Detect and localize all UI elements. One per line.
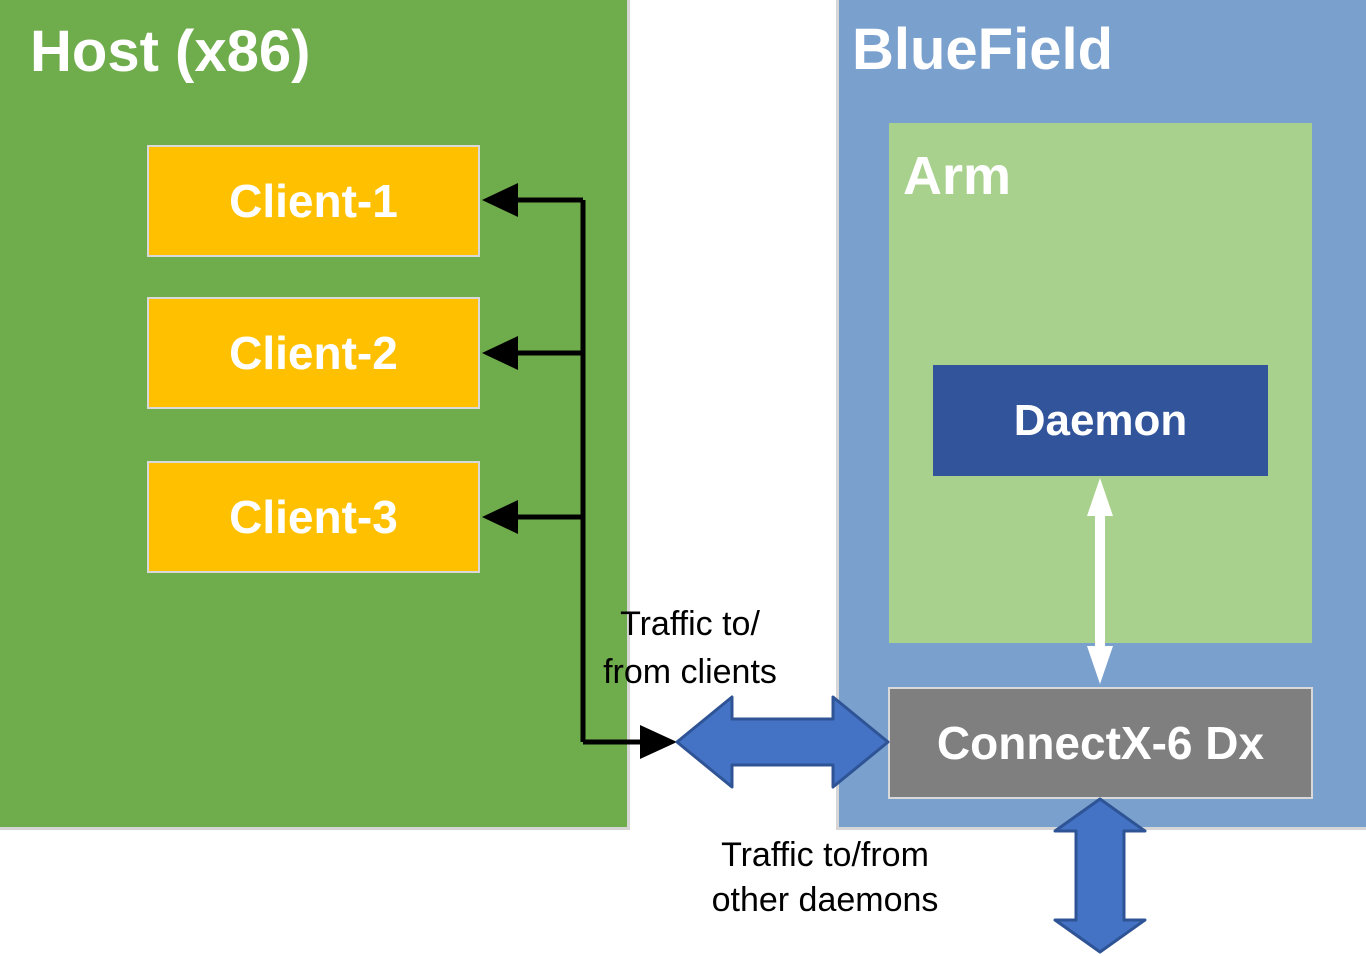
traffic-clients-line1: Traffic to/ [620,605,760,643]
client-2-label: Client-2 [229,327,398,379]
arm-title: Arm [903,146,1012,206]
connectx-label: ConnectX-6 Dx [936,717,1265,769]
bluefield-title: BlueField [852,17,1114,82]
traffic-daemons-line1: Traffic to/from [721,836,929,874]
host-title: Host (x86) [30,19,311,84]
daemon-box: Daemon [933,365,1268,476]
client-1-box: Client-1 [147,145,480,257]
traffic-to-from-clients-label: Traffic to/ from clients [575,600,805,696]
connectx-box: ConnectX-6 Dx [888,687,1313,799]
traffic-to-from-other-daemons-label: Traffic to/from other daemons [700,833,950,923]
client-2-box: Client-2 [147,297,480,409]
client-3-label: Client-3 [229,491,398,543]
host-box [0,0,630,830]
daemon-label: Daemon [1013,395,1188,445]
client-3-box: Client-3 [147,461,480,573]
client-1-label: Client-1 [229,175,398,227]
traffic-daemons-line2: other daemons [711,881,939,919]
to-nic-arrowhead-icon [640,725,677,759]
traffic-clients-line2: from clients [603,653,777,691]
